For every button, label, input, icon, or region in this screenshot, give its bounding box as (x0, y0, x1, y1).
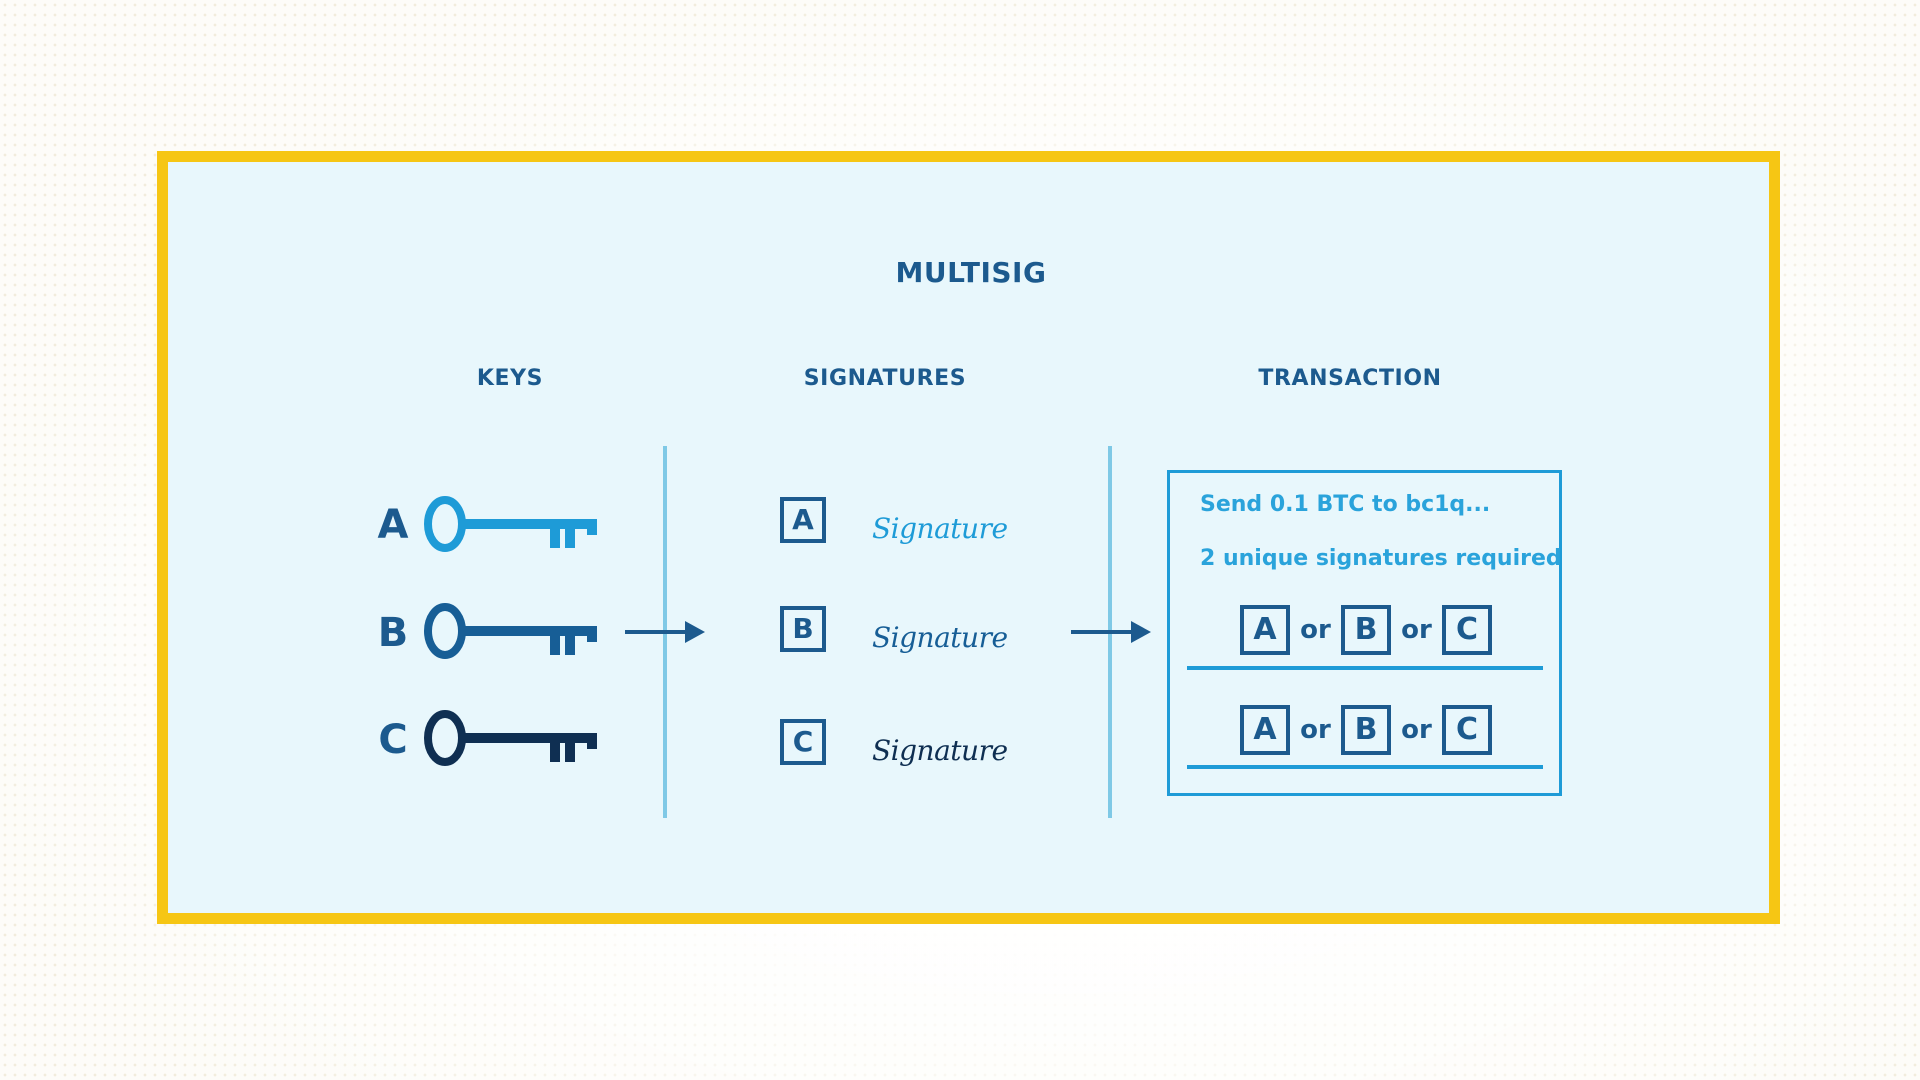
key-c-icon (424, 710, 597, 766)
arrow-right-icon (625, 621, 705, 643)
signature-script-b: Signature (872, 621, 1008, 654)
slot-option-a: A (1240, 605, 1290, 655)
signature-slot-line-2 (1187, 765, 1543, 769)
slot-or-text: or (1300, 715, 1331, 745)
slot-or-text: or (1401, 615, 1432, 645)
signature-box-b: B (780, 606, 826, 652)
column-heading-signatures: SIGNATURES (803, 366, 967, 391)
key-label-b: B (377, 610, 409, 656)
column-heading-keys: KEYS (476, 366, 544, 391)
signature-slot-row-2: A or B or C (1240, 704, 1492, 756)
slot-option-c: C (1442, 705, 1492, 755)
key-b-icon (424, 603, 597, 659)
column-heading-transaction: TRANSACTION (1258, 366, 1442, 391)
transaction-box (1167, 470, 1562, 796)
key-label-a: A (377, 502, 409, 548)
signature-script-c: Signature (872, 734, 1008, 767)
slot-option-c: C (1442, 605, 1492, 655)
arrow-right-icon (1071, 621, 1151, 643)
slot-option-b: B (1341, 705, 1391, 755)
slot-or-text: or (1300, 615, 1331, 645)
transaction-requirement-text: 2 unique signatures required (1200, 546, 1562, 571)
slot-or-text: or (1401, 715, 1432, 745)
key-a-icon (424, 496, 597, 552)
signature-box-c: C (780, 719, 826, 765)
slot-option-b: B (1341, 605, 1391, 655)
slot-option-a: A (1240, 705, 1290, 755)
signature-box-a: A (780, 497, 826, 543)
signature-slot-row-1: A or B or C (1240, 604, 1492, 656)
signature-slot-line-1 (1187, 666, 1543, 670)
transaction-send-text: Send 0.1 BTC to bc1q... (1200, 492, 1491, 517)
key-label-c: C (378, 717, 408, 763)
diagram-title: MULTISIG (895, 256, 1047, 289)
signature-script-a: Signature (872, 512, 1008, 545)
